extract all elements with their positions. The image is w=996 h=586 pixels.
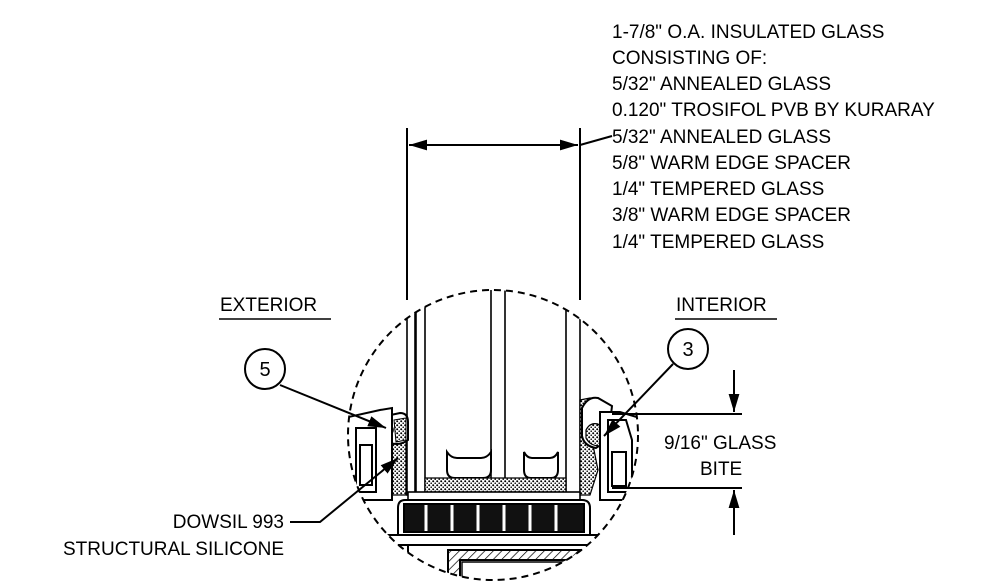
glass-lite-outer-annealed bbox=[406, 290, 416, 496]
callout-5-bubble bbox=[244, 348, 286, 390]
glass-spec-list: 1-7/8" O.A. INSULATED GLASS CONSISTING O… bbox=[612, 22, 935, 253]
glass-bite-label-line2: BITE bbox=[700, 459, 742, 480]
interior-label: INTERIOR bbox=[676, 295, 767, 316]
detail-circle-boundary bbox=[347, 289, 639, 581]
glass-lite-tempered-interior bbox=[565, 290, 581, 496]
overall-thickness-dimension bbox=[406, 128, 613, 300]
spec-line-8: 3/8" WARM EDGE SPACER bbox=[612, 205, 851, 226]
spec-line-7: 1/4" TEMPERED GLASS bbox=[612, 179, 824, 200]
frame-interior-leg bbox=[599, 411, 638, 501]
callout-3: 3 bbox=[603, 328, 709, 437]
dimension-leader bbox=[579, 135, 613, 146]
glass-bite-label-line1: 9/16" GLASS bbox=[664, 433, 776, 454]
spec-line-6: 5/8" WARM EDGE SPACER bbox=[612, 153, 851, 174]
setting-block bbox=[397, 491, 591, 536]
glass-lite-tempered-middle bbox=[490, 290, 506, 496]
spacer-5-8 bbox=[446, 448, 492, 479]
spec-line-9: 1/4" TEMPERED GLASS bbox=[612, 232, 824, 253]
callout-3-bubble bbox=[667, 328, 709, 370]
callout-3-number: 3 bbox=[682, 339, 693, 361]
callout-3-leader bbox=[603, 363, 674, 437]
callout-5-leader bbox=[279, 384, 387, 429]
frame-sill bbox=[348, 534, 638, 580]
spec-line-2: CONSISTING OF: bbox=[612, 48, 767, 69]
silicone-label-line2: STRUCTURAL SILICONE bbox=[63, 539, 284, 560]
spec-line-5: 5/32" ANNEALED GLASS bbox=[612, 127, 831, 148]
spec-line-3: 5/32" ANNEALED GLASS bbox=[612, 74, 831, 95]
frame-exterior-leg bbox=[348, 406, 393, 501]
callout-5-number: 5 bbox=[259, 359, 270, 381]
exterior-label: EXTERIOR bbox=[220, 295, 317, 316]
silicone-label-line1: DOWSIL 993 bbox=[173, 512, 284, 533]
spec-line-4: 0.120" TROSIFOL PVB BY KURARAY bbox=[612, 100, 935, 121]
callout-5: 5 bbox=[244, 348, 387, 429]
spacer-3-8 bbox=[523, 451, 559, 479]
glass-bite-dimension bbox=[612, 370, 742, 535]
spacers bbox=[446, 448, 559, 479]
silicone-leader bbox=[290, 457, 399, 523]
silicone-callout: DOWSIL 993 STRUCTURAL SILICONE bbox=[63, 457, 399, 560]
spec-line-1: 1-7/8" O.A. INSULATED GLASS bbox=[612, 22, 885, 43]
